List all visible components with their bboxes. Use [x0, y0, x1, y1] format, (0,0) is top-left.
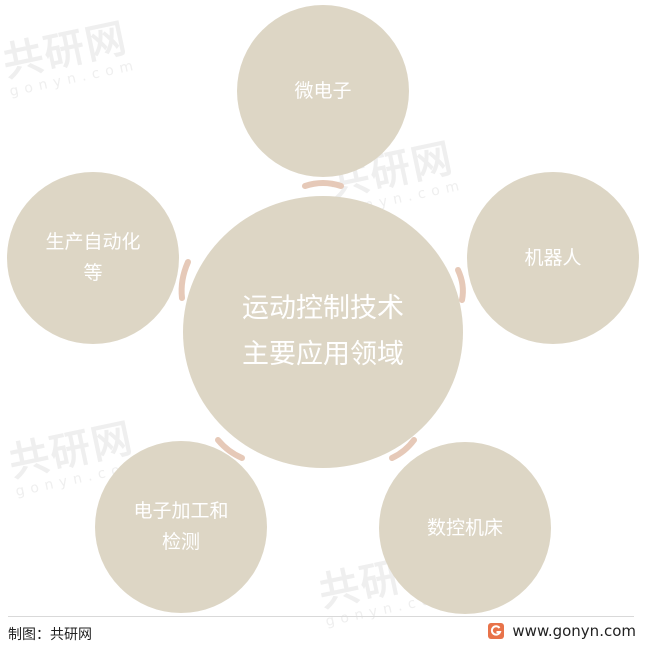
footer-divider [8, 616, 634, 617]
connector-left [178, 259, 191, 301]
connector-bottom-left [215, 437, 245, 461]
connector-right [455, 267, 466, 303]
center-node-label: 运动控制技术 主要应用领域 [242, 286, 404, 378]
node-electronic-processing: 电子加工和检测 [95, 441, 267, 613]
connector-bottom-right [389, 437, 417, 461]
node-label: 电子加工和检测 [133, 500, 229, 553]
connector-top [302, 180, 344, 189]
node-robotics: 机器人 [467, 172, 639, 344]
node-label: 微电子 [294, 79, 352, 102]
node-label: 机器人 [524, 246, 582, 269]
footer-website: www.gonyn.com [512, 622, 636, 640]
center-node-line2: 主要应用领域 [242, 339, 404, 370]
center-node: 运动控制技术 主要应用领域 [183, 196, 463, 468]
node-label: 数控机床 [426, 516, 503, 539]
gonyn-logo-icon [488, 623, 505, 639]
node-production-automation: 生产自动化等 [7, 172, 179, 344]
footer-brand: www.gonyn.com [488, 622, 636, 640]
center-node-line1: 运动控制技术 [242, 293, 404, 324]
node-cnc-machine: 数控机床 [379, 442, 551, 614]
footer-source: 制图：共研网 [8, 627, 92, 643]
node-label: 生产自动化等 [45, 231, 141, 284]
node-microelectronics: 微电子 [237, 5, 409, 177]
